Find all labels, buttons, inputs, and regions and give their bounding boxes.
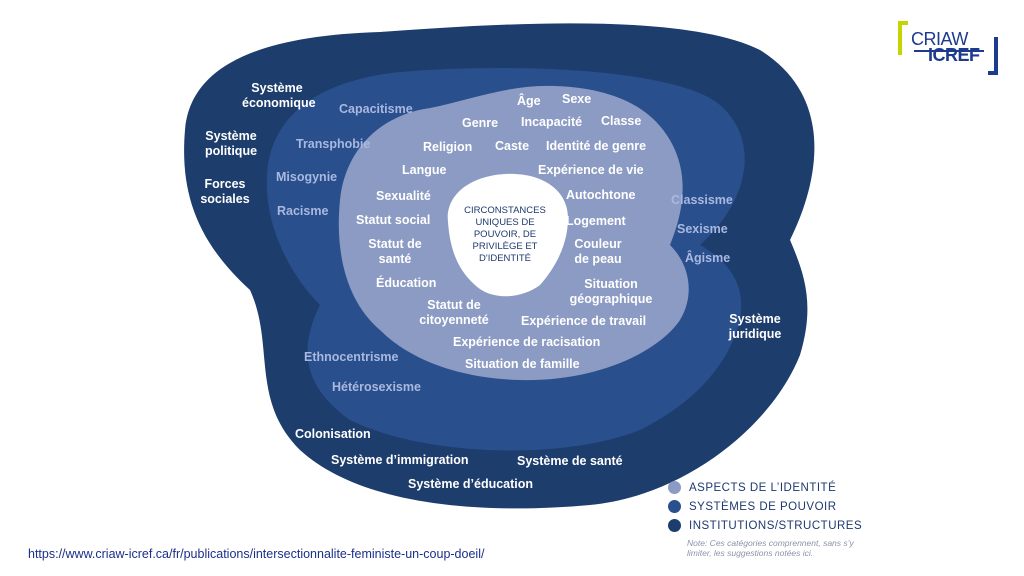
center-line: PRIVILÈGE ET [472, 241, 538, 252]
legend-item: INSTITUTIONS/STRUCTURES [668, 516, 862, 535]
label-age: Âge [517, 94, 541, 108]
legend-swatch [668, 500, 681, 513]
label-systeme-sante: Système de santé [517, 454, 623, 468]
legend-item: ASPECTS DE L’IDENTITÉ [668, 478, 862, 497]
label-religion: Religion [423, 140, 473, 154]
legend-swatch [668, 519, 681, 532]
center-line: CIRCONSTANCES [464, 205, 546, 216]
center-line: UNIQUES DE [475, 217, 535, 228]
label-couleur-de-peau: Couleur de peau [574, 237, 622, 266]
label-sexualite: Sexualité [376, 189, 431, 203]
logo-text-icref: ICREF [928, 45, 980, 65]
label-agisme: Âgisme [685, 251, 731, 265]
center-circumstances-text: CIRCONSTANCES UNIQUES DE POUVOIR, DE PRI… [447, 205, 563, 265]
label-identite-de-genre: Identité de genre [546, 139, 647, 153]
label-sexe: Sexe [562, 92, 592, 106]
legend-label: SYSTÈMES DE POUVOIR [689, 500, 837, 513]
label-genre: Genre [462, 116, 499, 130]
label-systeme-immigration: Système d’immigration [331, 453, 469, 467]
label-systeme-education: Système d’éducation [408, 477, 534, 491]
label-situation-geographique: Situation géographique [569, 277, 653, 306]
label-misogynie: Misogynie [276, 170, 338, 184]
label-systeme-economique: Système économique [242, 81, 316, 110]
criaw-icref-logo: CRIAW ICREF [898, 21, 998, 75]
label-statut-de-citoyennete: Statut de citoyenneté [419, 298, 489, 327]
legend-label: ASPECTS DE L’IDENTITÉ [689, 481, 837, 494]
label-heterosexisme: Hétérosexisme [332, 380, 421, 394]
label-autochtone: Autochtone [566, 188, 636, 202]
legend-swatch [668, 481, 681, 494]
label-systeme-politique: Système politique [204, 129, 258, 158]
label-caste: Caste [495, 139, 530, 153]
source-url-link[interactable]: https://www.criaw-icref.ca/fr/publicatio… [28, 547, 485, 561]
label-ethnocentrisme: Ethnocentrisme [304, 350, 399, 364]
label-classe: Classe [601, 114, 642, 128]
label-experience-de-racisation: Expérience de racisation [453, 335, 601, 349]
legend-label: INSTITUTIONS/STRUCTURES [689, 519, 863, 532]
label-racisme: Racisme [277, 204, 329, 218]
label-langue: Langue [402, 163, 447, 177]
center-line: D'IDENTITÉ [479, 253, 531, 264]
legend-note: Note: Ces catégories comprennent, sans s… [687, 538, 854, 558]
legend-item: SYSTÈMES DE POUVOIR [668, 497, 862, 516]
label-education: Éducation [376, 276, 437, 290]
center-blob [447, 173, 568, 297]
legend: ASPECTS DE L’IDENTITÉ SYSTÈMES DE POUVOI… [668, 478, 862, 535]
center-line: POUVOIR, DE [473, 229, 537, 240]
label-systeme-juridique: Système juridique [728, 312, 782, 341]
label-capacitisme: Capacitisme [339, 102, 413, 116]
logo-text-criaw: CRIAW [911, 29, 968, 49]
label-forces-sociales: Forces sociales [200, 177, 250, 206]
label-colonisation: Colonisation [295, 427, 371, 441]
label-logement: Logement [566, 214, 626, 228]
label-experience-de-travail: Expérience de travail [521, 314, 647, 328]
label-statut-de-sante: Statut de santé [368, 237, 422, 266]
label-experience-de-vie: Expérience de vie [538, 163, 644, 177]
label-incapacite: Incapacité [521, 115, 583, 129]
label-sexisme: Sexisme [677, 222, 728, 236]
label-transphobie: Transphobie [296, 137, 371, 151]
label-classisme: Classisme [671, 193, 733, 207]
label-statut-social: Statut social [356, 213, 431, 227]
label-situation-de-famille: Situation de famille [465, 357, 580, 371]
